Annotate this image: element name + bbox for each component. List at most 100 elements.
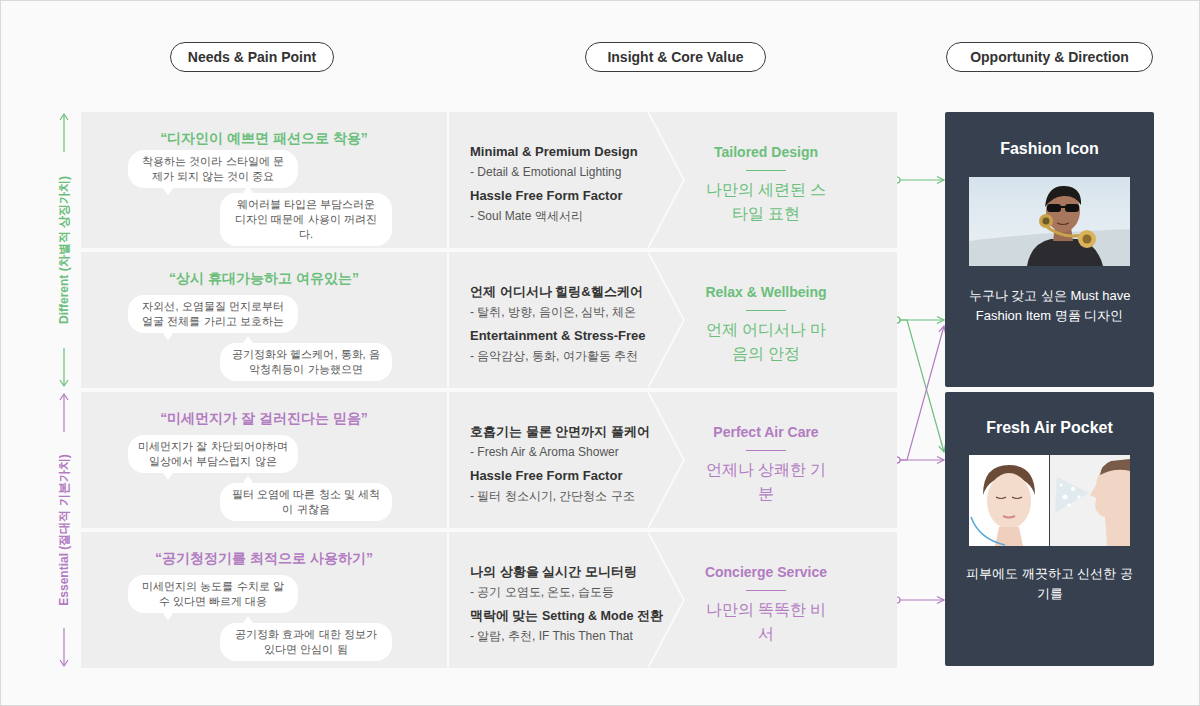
connector [894,326,946,463]
connector-line [897,320,944,452]
opportunity-box: Fresh Air Pocket 피부에도 깨끗하고 신선한 공기를 [945,392,1154,666]
core-value-text: 언제나 상쾌한 기분 [701,458,831,506]
photo-eye [996,497,1006,499]
insight-detail: - 공기 오염도, 온도, 습도등 [470,582,614,602]
connector-line [897,179,944,180]
photo-profile [1090,463,1130,546]
connector [894,177,944,184]
speech-bubble: 웨어러블 타입은 부담스러운 디자인 때문에 사용이 꺼려진다. [220,193,392,246]
insight-heading: Hassle Free Form Factor [470,186,622,206]
photo-mist-drop [1063,495,1068,500]
photo-right-ground [1050,455,1130,546]
arrowhead [937,457,944,464]
speech-bubble: 미세먼지가 잘 차단되어야하며 일상에서 부담스럽지 않은 [128,435,298,473]
insight-panel: 호흡기는 물론 안면까지 풀케어- Fresh Air & Aroma Show… [449,392,685,528]
pain-point-text: 필터 오염에 따른 청소 및 세척이 귀찮음 [230,487,382,517]
core-value-title: Concierge Service [685,562,847,582]
need-box: “디자인이 예쁘면 패션으로 착용”착용하는 것이라 스타일에 문제가 되지 않… [81,112,447,248]
connector [894,317,945,452]
chevron-line [648,112,684,248]
core-value-chevron: Concierge Service나만의 똑똑한 비서 [685,532,897,668]
pain-point-text: 공기정화와 헬스케어, 통화, 음악청취등이 가능했으면 [230,347,382,377]
insight-detail: - 알람, 추천, IF This Then That [470,626,633,646]
quote-heading: “미세먼지가 잘 걸러진다는 믿음” [81,408,447,428]
insight-heading: 호흡기는 물론 안면까지 풀케어 [470,422,650,442]
photo-headphone-cup [1039,214,1053,228]
chevron-line [648,532,684,668]
chevron-line [648,252,684,388]
core-value-title: Relax & Wellbeing [685,282,847,302]
arrowhead [937,317,944,324]
insight-panel: 언제 어디서나 힐링&헬스케어- 탈취, 방향, 음이온, 심박, 체온 Ente… [449,252,685,388]
axis-line [63,115,64,152]
speech-bubble: 필터 오염에 따른 청소 및 세척이 귀찮음 [220,483,392,521]
arrowhead [937,597,944,604]
axis-line [63,628,64,665]
axis-line [63,395,64,432]
photo-blue-curve [971,517,1005,545]
column-header: Opportunity & Direction [946,42,1153,72]
chevron-shape [449,532,689,668]
divider-dash [746,450,786,451]
header-label: Opportunity & Direction [970,49,1129,65]
connector-line [897,599,944,600]
insight-detail: - 음악감상, 통화, 여가활동 추천 [470,346,638,366]
opportunity-box: Fashion Icon누구나 갖고 싶은 Must have Fashion … [945,112,1154,387]
chevron-line [648,392,684,528]
photo-headphone-cup [1043,218,1050,225]
speech-bubble: 착용하는 것이라 스타일에 문제가 되지 않는 것이 중요 [128,150,298,188]
header-label: Needs & Pain Point [188,49,316,65]
photo-eye [1012,497,1022,499]
insight-detail: - Fresh Air & Aroma Shower [470,442,619,462]
photo-mist [1055,477,1089,513]
pain-point-text: 웨어러블 타입은 부담스러운 디자인 때문에 사용이 꺼려진다. [230,197,382,242]
speech-bubble: 미세먼지의 농도를 수치로 알 수 있다면 빠르게 대응 [128,575,298,613]
pain-point-text: 자외선, 오염물질 먼지로부터 얼굴 전체를 가리고 보호하는 [138,299,288,329]
photo-ground [969,229,1130,266]
chevron-shape [449,112,689,248]
pain-point-text: 미세먼지가 잘 차단되어야하며 일상에서 부담스럽지 않은 [138,439,288,469]
axis-label: Different (차별적 상징가치) [57,176,71,324]
chevron-shape [449,252,689,388]
core-value-chevron: Tailored Design나만의 세련된 스타일 표현 [685,112,897,248]
axis-arrowhead [60,114,68,120]
insight-detail: - 필터 청소시기, 간단청소 구조 [470,486,635,506]
photo-mist-drop [1071,487,1075,491]
pain-point-text: 미세먼지의 농도를 수치로 알 수 있다면 빠르게 대응 [138,579,288,609]
axis-line [63,348,64,385]
photo-mist-drop [1077,495,1080,498]
quote-heading: “상시 휴대가능하고 여유있는” [81,268,447,288]
divider-dash [746,310,786,311]
opportunity-text: 누구나 갖고 싶은 Must have Fashion Item 명품 디자인 [965,286,1135,326]
photo-hair [1045,186,1081,207]
chevron-shape [449,392,689,528]
connector-line [897,326,944,460]
insight-detail: - 탈취, 방향, 음이온, 심박, 체온 [470,302,636,322]
insight-heading: 언제 어디서나 힐링&헬스케어 [470,282,643,302]
photo-sky [969,177,1130,266]
core-value-text: 나만의 세련된 스타일 표현 [701,178,831,226]
connector [894,597,944,604]
speech-bubble: 공기정화와 헬스케어, 통화, 음악청취등이 가능했으면 [220,343,392,381]
photo-sunglass [1047,204,1061,212]
insight-heading: Entertainment & Stress-Free [470,326,646,346]
insight-heading: 맥락에 맞는 Setting & Mode 전환 [470,606,663,626]
axis-arrowhead [60,660,68,666]
photo-lips [1003,516,1015,518]
opportunity-title: Fresh Air Pocket [945,417,1154,439]
pain-point-text: 착용하는 것이라 스타일에 문제가 되지 않는 것이 중요 [138,154,288,184]
photo-face [987,473,1031,529]
column-header: Needs & Pain Point [170,42,334,72]
core-value-title: Perfect Air Care [685,422,847,442]
need-box: “상시 휴대가능하고 여유있는” 자외선, 오염물질 먼지로부터 얼굴 전체를 가… [81,252,447,388]
fresh-air-photo [969,455,1130,546]
core-value-chevron: Perfect Air Care 언제나 상쾌한 기분 [685,392,897,528]
divider-dash [746,170,786,171]
opportunity-text: 피부에도 깨끗하고 신선한 공기를 [965,564,1135,604]
photo-headphone-cup [1078,230,1096,248]
photo-mist-drop [1059,483,1062,486]
insight-detail: - Soul Mate 액세서리 [470,206,583,226]
speech-bubble: 공기정화 효과에 대한 정보가 있다면 안심이 됨 [220,623,392,661]
photo-mist-drop [1067,503,1071,507]
arrowhead [937,177,944,184]
